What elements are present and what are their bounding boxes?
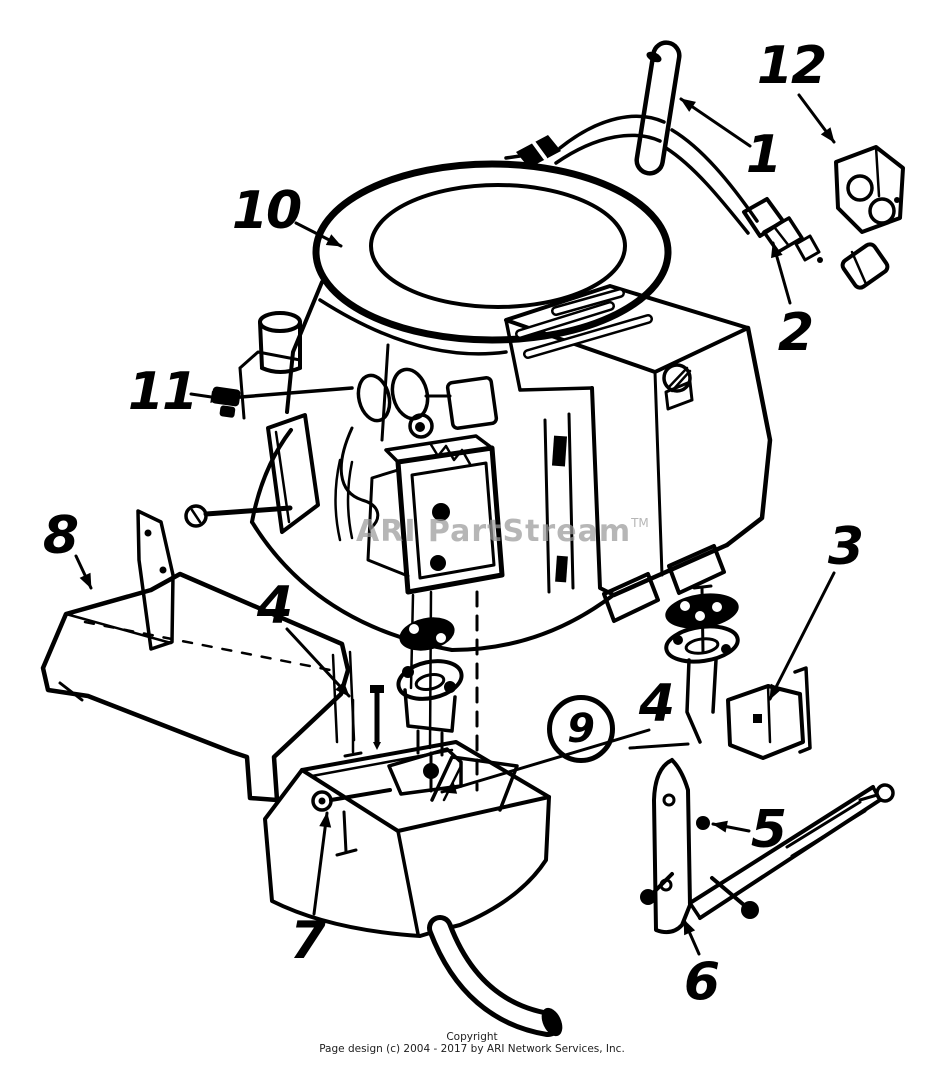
copyright-line1: Copyright [446,1031,498,1043]
leader-line-4a [285,627,351,698]
callout-7[interactable]: 7 [289,911,326,971]
callout-4b[interactable]: 4 [638,674,675,734]
callout-6[interactable]: 6 [683,952,720,1012]
callout-4a[interactable]: 4 [256,576,293,636]
terminal-bracket [834,145,905,234]
callout-11[interactable]: 11 [127,362,198,422]
fuel-tank [263,740,563,1037]
leader-line-1 [679,97,752,148]
leader-line-10 [294,221,343,248]
leader-line-3 [768,571,836,701]
air-duct [40,509,351,803]
leader-line-5 [711,820,751,833]
watermark: ARI PartStreamTM [356,514,649,549]
trademark-symbol: TM [631,516,649,530]
callout-9[interactable]: 9 [547,695,615,763]
leader-line-7 [312,811,332,916]
callout-leader-lines [74,93,836,956]
callout-12[interactable]: 12 [756,36,827,96]
dipstick-and-cable [504,40,759,235]
leader-line-6 [682,918,701,956]
callout-5[interactable]: 5 [750,800,787,860]
callout-10[interactable]: 10 [231,181,302,241]
footer-copyright: Copyright Page design (c) 2004 - 2017 by… [0,1031,944,1056]
muffler [184,434,505,595]
leader-line-8 [74,554,93,590]
copyright-line2: Page design (c) 2004 - 2017 by ARI Netwo… [319,1043,625,1056]
engine-center-parts [211,311,499,530]
callout-3[interactable]: 3 [827,517,864,577]
mounting-bracket [628,742,895,935]
leader-line-12 [797,93,836,144]
callout-2[interactable]: 2 [777,303,814,363]
heat-shield [266,413,320,534]
leader-line-11 [189,391,227,403]
leader-line-4b [440,728,651,794]
engine-body-cover [504,284,773,623]
exhaust-assembly [664,584,812,760]
spark-plug [742,197,890,290]
callout-8[interactable]: 8 [42,506,79,566]
callout-1[interactable]: 1 [745,125,782,185]
leader-line-2 [771,241,792,305]
